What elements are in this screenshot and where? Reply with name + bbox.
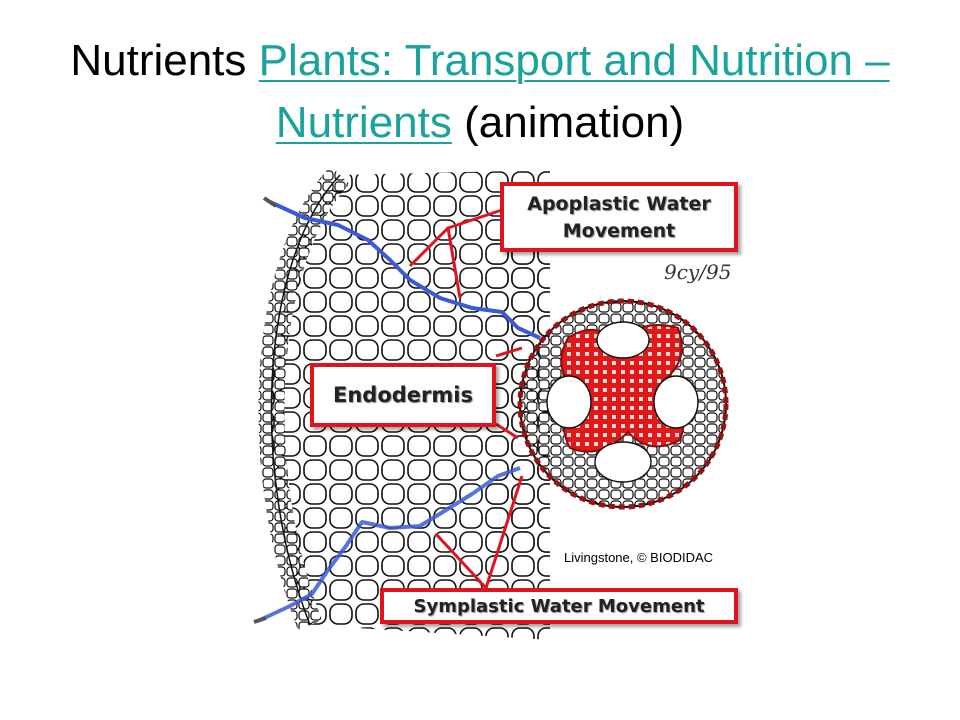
endodermis-ring [517,298,729,510]
page-title: Nutrients Plants: Transport and Nutritio… [40,30,920,154]
apoplastic-water-path [269,200,541,340]
title-suffix: (animation) [451,98,685,147]
title-link[interactable]: Plants: Transport and Nutrition – Nutrie… [258,36,890,147]
symplastic-water-path [259,466,521,622]
handwritten-signature: 9cy/95 [664,260,732,284]
callout-endodermis: Endodermis [310,363,496,427]
image-credit: Livingstone, © BIODIDAC [560,548,718,567]
callout-symplastic: Symplastic Water Movement [380,588,738,624]
callout-apoplastic: Apoplastic Water Movement [500,182,738,252]
callout-leader-lines [408,208,524,590]
stele [517,298,729,510]
title-prefix: Nutrients [70,36,259,85]
